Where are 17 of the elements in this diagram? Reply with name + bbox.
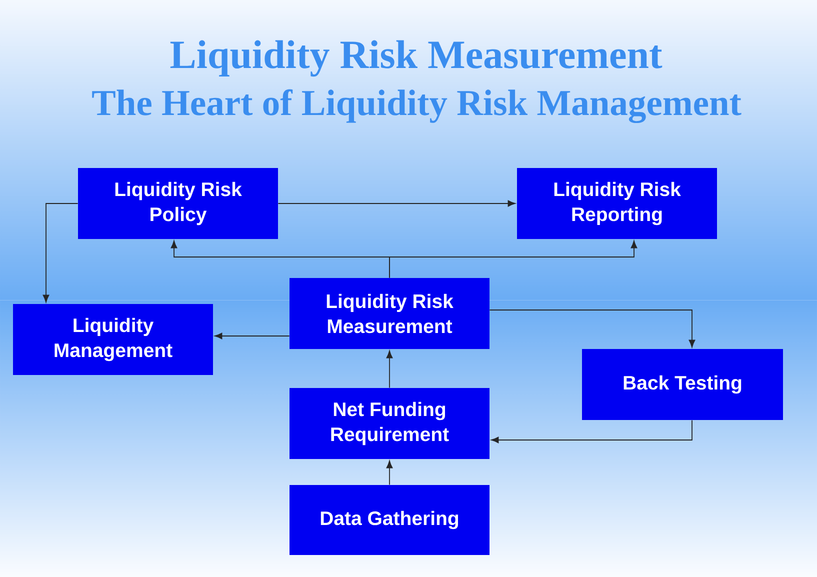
title: Liquidity Risk Measurement — [170, 40, 662, 77]
process-box: Back Testing — [582, 349, 783, 420]
arrow — [42, 203, 78, 302]
arrow — [386, 350, 393, 388]
arrow — [386, 460, 393, 486]
process-box: Net Funding Requirement — [290, 388, 490, 459]
arrow — [278, 200, 516, 207]
process-box: Data Gathering — [290, 485, 490, 555]
arrow — [489, 310, 696, 348]
process-box: Liquidity Risk Reporting — [517, 168, 717, 239]
arrow — [214, 332, 290, 340]
arrow — [491, 420, 692, 444]
process-box: Liquidity Risk Measurement — [290, 278, 490, 349]
arrow — [389, 240, 638, 278]
process-box: Liquidity Management — [13, 304, 213, 375]
subtitle: The Heart of Liquidity Risk Management — [92, 89, 742, 124]
process-box: Liquidity Risk Policy — [78, 168, 278, 239]
